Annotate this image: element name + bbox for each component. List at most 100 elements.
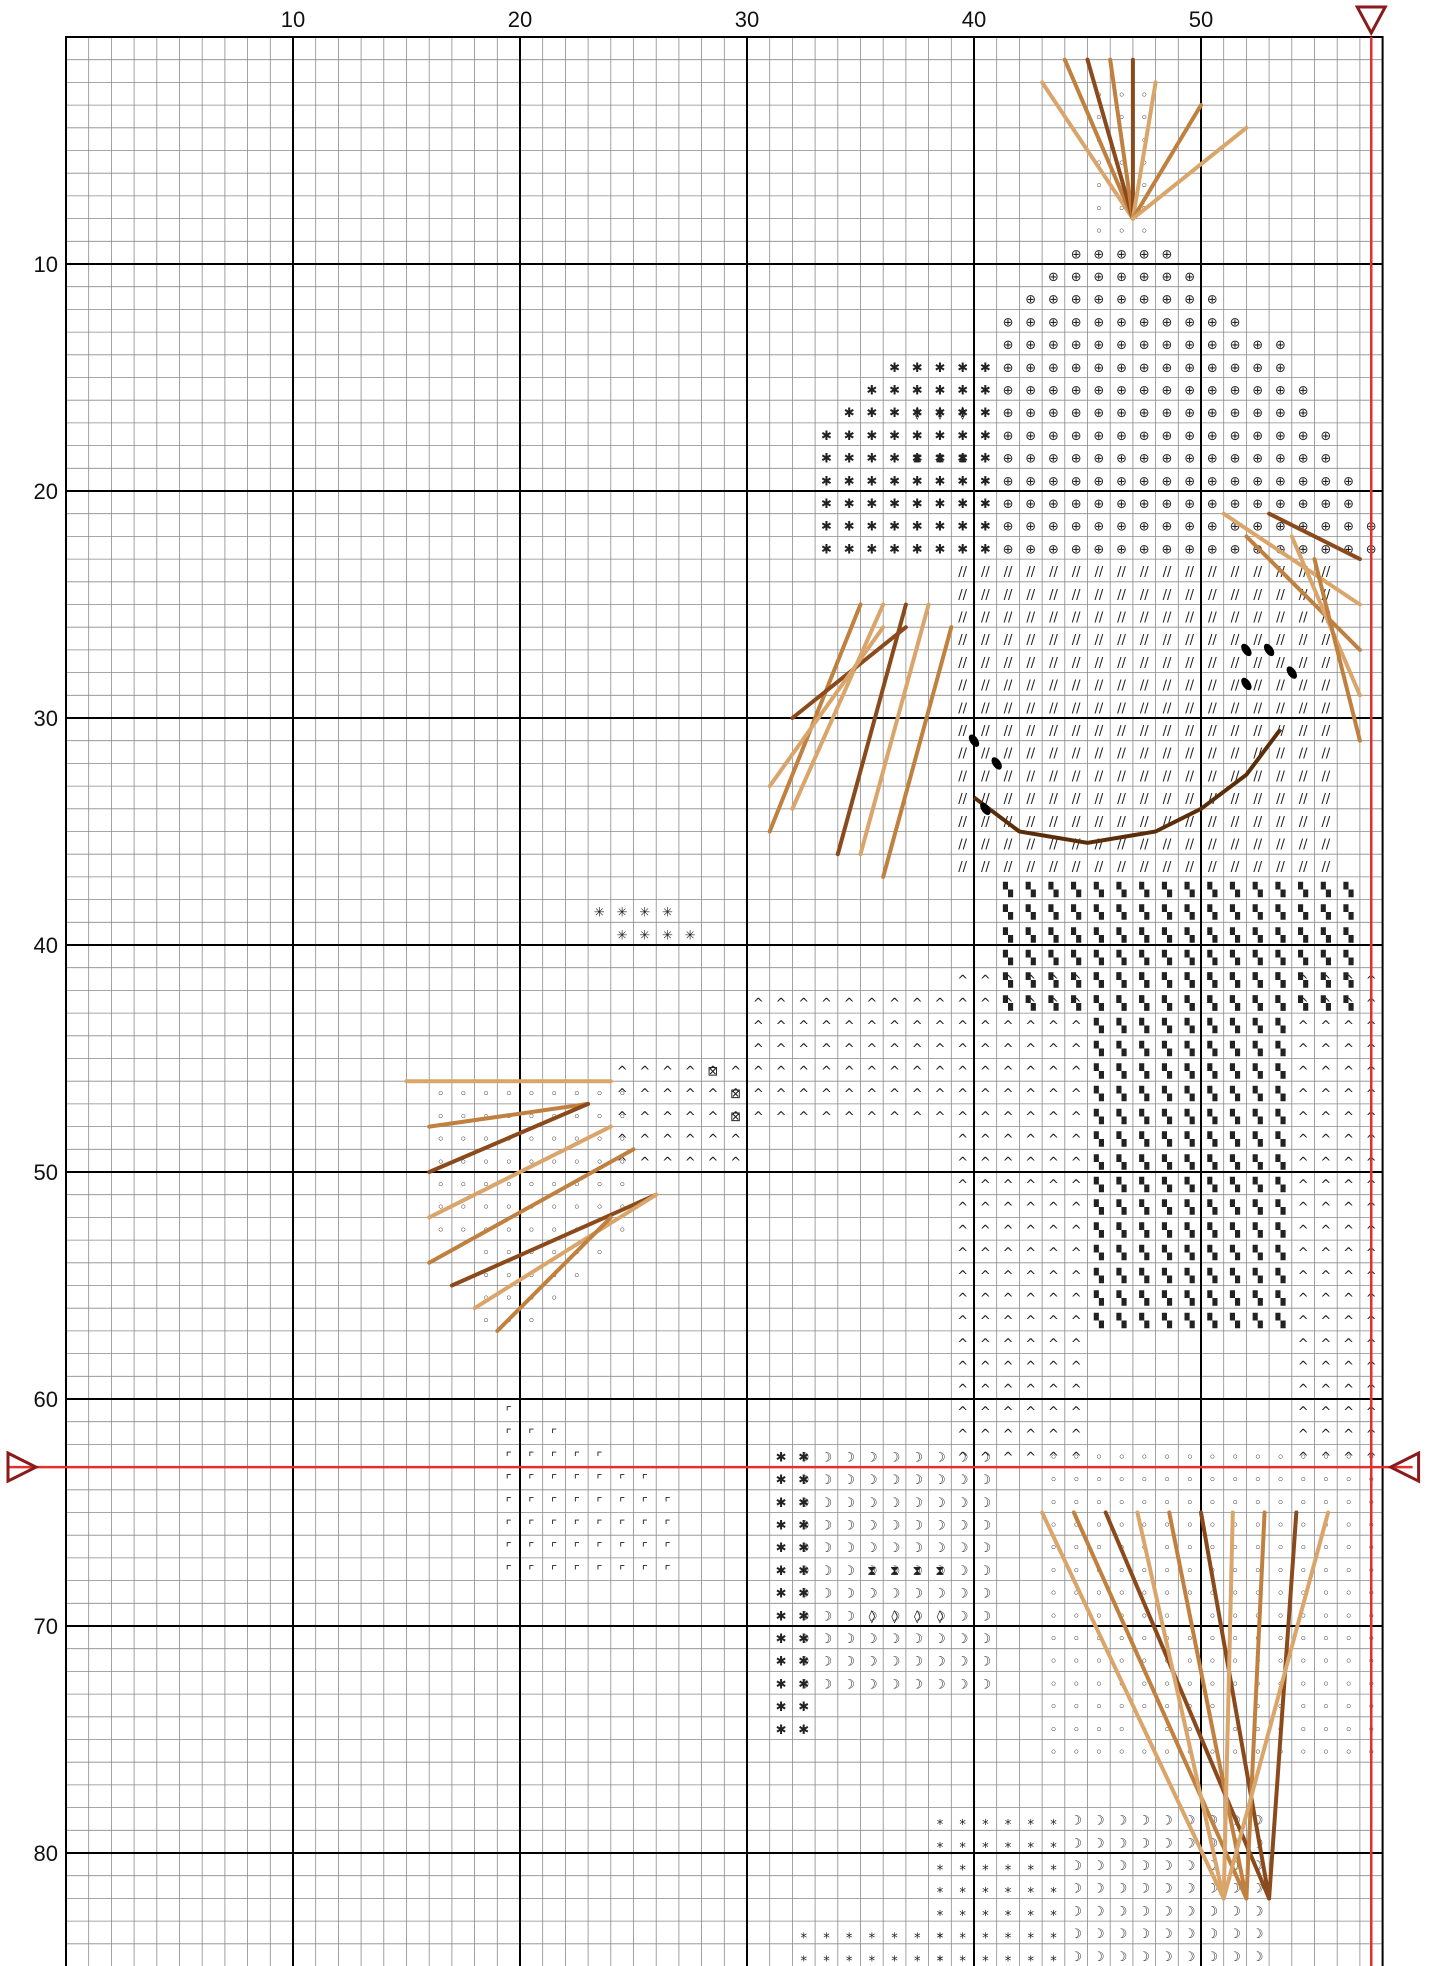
stitch-symbol: //	[1299, 815, 1308, 830]
stitch-symbol: //	[1026, 611, 1035, 626]
stitch-symbol: ▚	[1116, 904, 1128, 921]
stitch-symbol: ^	[1048, 1042, 1059, 1057]
stitch-symbol: ⊕	[1003, 406, 1014, 421]
stitch-symbol: ^	[957, 1337, 968, 1352]
stitch-symbol: ⊕	[1093, 497, 1104, 512]
stitch-symbol: ◊	[959, 406, 966, 421]
stitch-symbol: ✱	[866, 384, 877, 399]
stitch-symbol: //	[1208, 656, 1217, 671]
stitch-symbol: ⊕	[1252, 361, 1263, 376]
stitch-symbol: ^	[1071, 1428, 1082, 1443]
stitch-symbol: ▚	[1025, 904, 1037, 921]
stitch-symbol: ◦	[1277, 1587, 1285, 1602]
stitch-symbol: ◦	[1231, 1496, 1239, 1511]
stitch-symbol: ^	[957, 1405, 968, 1420]
stitch-symbol: ◦	[437, 1087, 445, 1102]
stitch-symbol: ^	[821, 1087, 832, 1102]
stitch-symbol: ◦	[482, 1155, 490, 1170]
stitch-symbol: //	[1208, 724, 1217, 739]
stitch-symbol: ✱	[776, 1519, 787, 1534]
stitch-symbol: //	[1276, 656, 1285, 671]
stitch-symbol: //	[1185, 860, 1194, 875]
stitch-symbol: ⊕	[1184, 315, 1195, 330]
stitch-symbol: ☽	[889, 1587, 901, 1602]
stitch-symbol: ✱	[934, 542, 945, 557]
stitch-symbol: ⁎	[1050, 1859, 1057, 1874]
stitch-symbol: //	[1072, 747, 1081, 762]
stitch-symbol: ☽	[821, 1496, 833, 1511]
stitch-symbol: ◦	[1163, 1587, 1171, 1602]
stitch-symbol: ⊕	[1207, 429, 1218, 444]
stitch-symbol: ^	[1003, 1269, 1014, 1284]
stitch-symbol: ☽	[1207, 1927, 1219, 1942]
stitch-symbol: ◊	[914, 406, 921, 421]
stitch-symbol: ^	[980, 1087, 991, 1102]
stitch-symbol: ▚	[1274, 1017, 1286, 1034]
stitch-symbol: ☽	[866, 1655, 878, 1670]
stitch-symbol: ⊕	[1025, 315, 1036, 330]
stitch-symbol: ▚	[1138, 1063, 1150, 1080]
stitch-symbol: ☽	[1116, 1927, 1128, 1942]
stitch-symbol: ^	[957, 1065, 968, 1080]
stitch-symbol: ◦	[573, 1087, 581, 1102]
stitch-symbol: ^	[980, 1110, 991, 1125]
stitch-symbol: ^	[776, 996, 787, 1011]
stitch-symbol: ^	[1343, 1382, 1354, 1397]
stitch-symbol: ◦	[573, 1201, 581, 1216]
stitch-symbol: ^	[957, 996, 968, 1011]
stitch-symbol: ^	[1320, 1269, 1331, 1284]
stitch-symbol: ☽	[889, 1655, 901, 1670]
stitch-symbol: ^	[1320, 1292, 1331, 1307]
stitch-symbol: ⊕	[1116, 452, 1127, 467]
stitch-symbol: //	[1299, 860, 1308, 875]
stitch-symbol: //	[981, 611, 990, 626]
stitch-symbol: ⌜	[596, 1496, 602, 1511]
stitch-symbol: //	[1049, 701, 1058, 716]
stitch-symbol: ⌜	[528, 1564, 534, 1579]
stitch-symbol: //	[1072, 792, 1081, 807]
stitch-symbol: //	[1163, 724, 1172, 739]
stitch-symbol: //	[1299, 611, 1308, 626]
stitch-symbol: ◦	[1140, 1746, 1148, 1761]
stitch-symbol: ▚	[1252, 1290, 1264, 1307]
stitch-symbol: ✱	[957, 361, 968, 376]
stitch-symbol: ⊕	[1298, 384, 1309, 399]
stitch-symbol: ◦	[1277, 1519, 1285, 1534]
stitch-symbol: ^	[844, 1087, 855, 1102]
stitch-symbol: ⌜	[619, 1473, 625, 1488]
stitch-symbol: ^	[1298, 1133, 1309, 1148]
stitch-symbol: //	[1094, 679, 1103, 694]
stitch-symbol: ☽	[957, 1609, 969, 1624]
stitch-symbol: ✱	[957, 520, 968, 535]
stitch-symbol: ✱	[866, 406, 877, 421]
stitch-symbol: ⁎	[937, 1836, 944, 1851]
stitch-symbol: //	[1004, 792, 1013, 807]
stitch-symbol: ◦	[1254, 1541, 1262, 1556]
stitch-symbol: ☽	[866, 1519, 878, 1534]
stitch-symbol: //	[1185, 588, 1194, 603]
stitch-symbol: ▚	[1093, 1017, 1105, 1034]
stitch-symbol: //	[1004, 701, 1013, 716]
stitch-symbol: ◦	[1322, 1609, 1330, 1624]
stitch-symbol: //	[1299, 679, 1308, 694]
stitch-symbol: ⊕	[1139, 452, 1150, 467]
stitch-symbol: ⊕	[1048, 270, 1059, 285]
stitch-symbol: ⊕	[1320, 497, 1331, 512]
stitch-symbol: ⊕	[1184, 270, 1195, 285]
stitch-symbol: //	[958, 815, 967, 830]
stitch-symbol: ^	[821, 1042, 832, 1057]
stitch-symbol: ◦	[1095, 1700, 1103, 1715]
stitch-symbol: ▚	[1184, 1108, 1196, 1125]
stitch-symbol: //	[1026, 701, 1035, 716]
stitch-symbol: //	[1072, 724, 1081, 739]
stitch-symbol: ⊕	[1093, 247, 1104, 262]
stitch-symbol: ◦	[528, 1133, 536, 1148]
stitch-symbol: ^	[1343, 1178, 1354, 1193]
stitch-symbol: ^	[1343, 996, 1354, 1011]
stitch-symbol: ▚	[1070, 949, 1082, 966]
stitch-symbol: //	[1185, 565, 1194, 580]
stitch-symbol: ⁎	[959, 1904, 966, 1919]
stitch-symbol: ⊕	[1139, 361, 1150, 376]
stitch-symbol: ⁎	[982, 1836, 989, 1851]
stitch-symbol: ✱	[798, 1473, 809, 1488]
